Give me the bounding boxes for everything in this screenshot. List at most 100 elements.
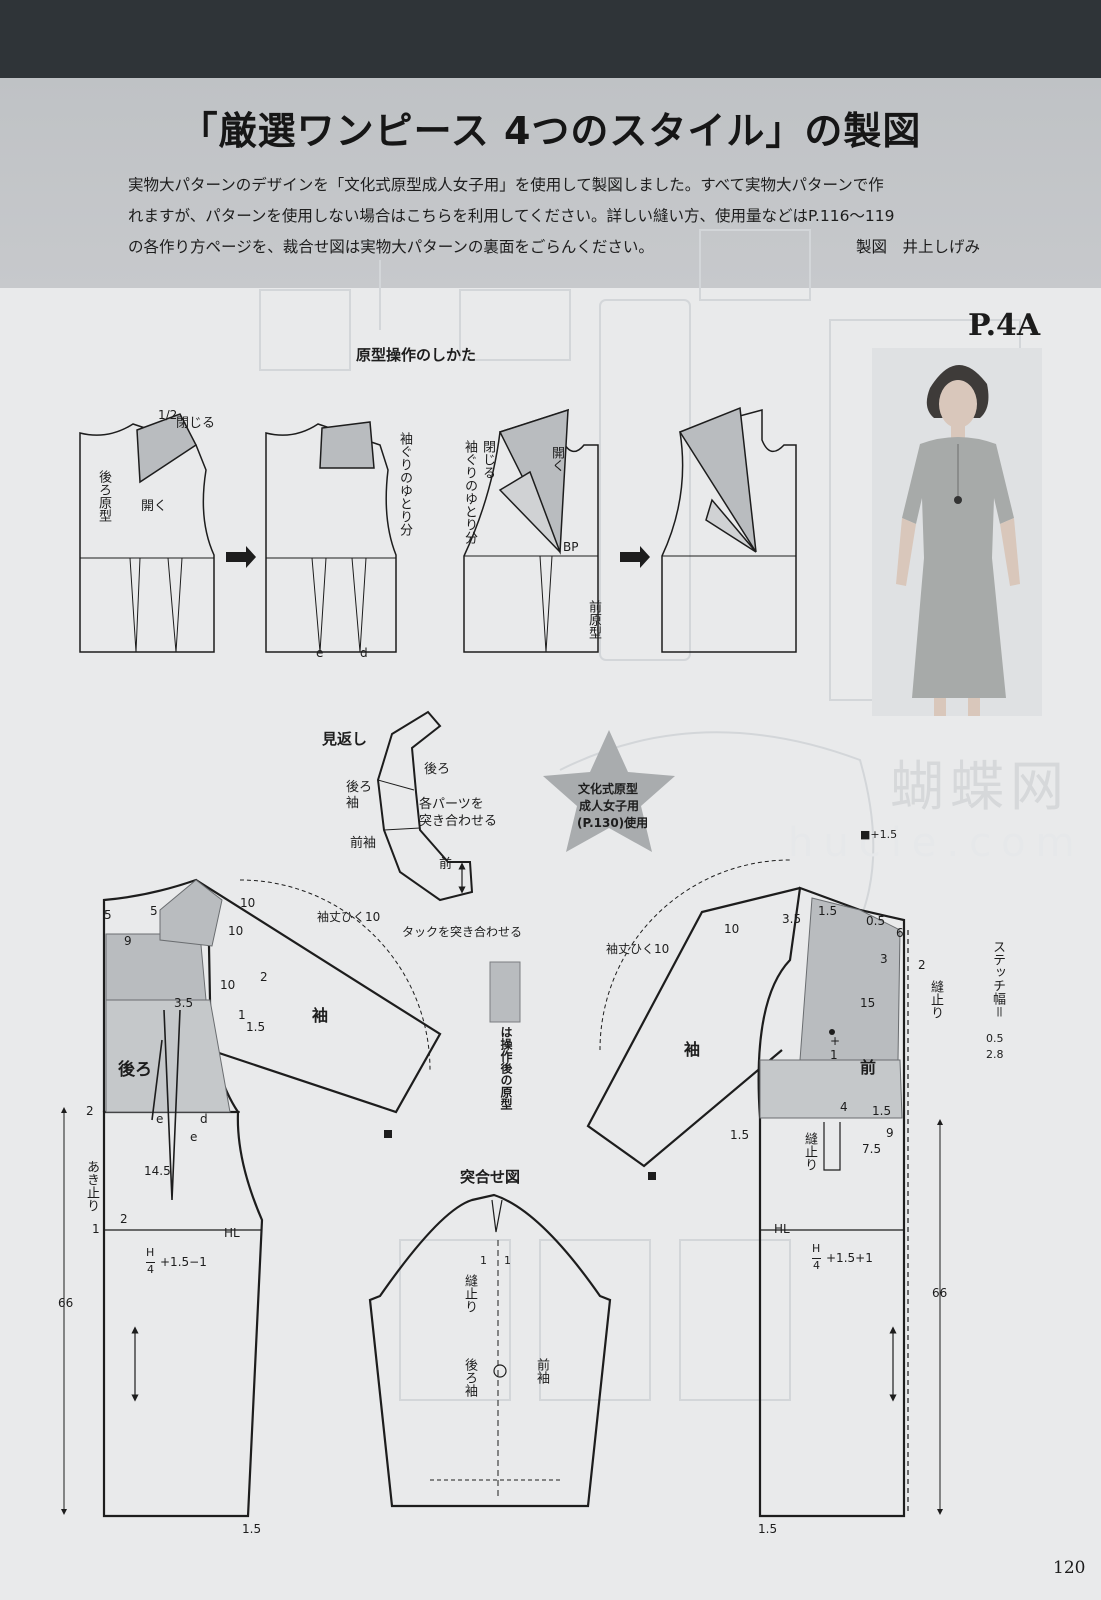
front-n35: 3.5	[782, 912, 802, 926]
facing-join-label-2: 突き合わせる	[419, 814, 498, 829]
model-photo	[872, 348, 1042, 716]
front-draft-shading	[759, 897, 903, 1119]
watermark-url: hucie.com	[788, 820, 1085, 866]
back-hl: HL	[224, 1226, 240, 1240]
assembly-front-sleeve: 前袖	[534, 1358, 549, 1384]
header-band	[0, 78, 1101, 288]
back-sleeve-length: 袖丈ひく10	[317, 910, 381, 924]
back-n66: 66	[58, 1296, 74, 1310]
front-hl: HL	[774, 1222, 790, 1236]
back-n10c: 10	[220, 978, 236, 992]
back-frac-h: H	[146, 1246, 155, 1259]
front-piece-label: 前	[860, 1058, 877, 1077]
back-n35: 3.5	[174, 996, 194, 1010]
dart-d-label: d	[360, 646, 368, 660]
back-draft-shading	[105, 879, 231, 1113]
dart-e-label: e	[316, 646, 324, 660]
facing-title: 見返し	[322, 730, 368, 748]
front-n66: 66	[932, 1286, 948, 1300]
facing-back-label: 後ろ	[424, 762, 451, 777]
legend-swatch	[489, 961, 521, 1023]
page-number: 120	[1053, 1558, 1086, 1578]
back-n145: 14.5	[144, 1164, 171, 1178]
front-stitch-stop-2: 縫止り	[802, 1132, 817, 1171]
assembly-one-a: 1	[480, 1254, 487, 1267]
facing-front-label: 前	[439, 857, 453, 872]
credit: 製図 井上しげみ	[856, 238, 981, 256]
back-sleeve-label: 袖	[312, 1006, 329, 1025]
front-n2: 2	[918, 958, 926, 972]
back-n2: 2	[260, 970, 268, 984]
front-sleeve-length: 袖丈ひく10	[606, 942, 670, 956]
top-dark-band	[0, 0, 1101, 78]
star-badge-shape	[543, 730, 675, 852]
back-n5a: 5	[104, 908, 112, 922]
facing-piece	[376, 710, 474, 902]
back-darts	[151, 1009, 181, 1201]
front-block-label: 前原型	[586, 600, 601, 639]
back-block-step1	[79, 413, 215, 653]
front-n75: 7.5	[862, 1142, 882, 1156]
back-hip-formula: +1.5−1	[160, 1255, 207, 1269]
arrow-right-icon-2	[620, 546, 650, 568]
front-stitch-28: 2.8	[986, 1048, 1004, 1061]
front-n6: 6	[896, 926, 904, 940]
front-stitch-05: 0.5	[986, 1032, 1004, 1045]
assembly-diagram	[368, 1193, 612, 1508]
back-n1: 1	[238, 1008, 246, 1022]
front-stitch-line	[823, 930, 909, 1512]
front-draft	[586, 886, 906, 1518]
front-hip-formula: +1.5+1	[826, 1251, 873, 1265]
close-label: 閉じる	[176, 416, 216, 431]
back-n15: 1.5	[246, 1020, 266, 1034]
back-block-step2	[265, 421, 397, 653]
front-n15a: 1.5	[818, 904, 838, 918]
star-badge-line-2: 成人女子用	[579, 799, 640, 813]
front-sleeve-marker	[648, 1172, 656, 1180]
back-n9: 9	[124, 934, 132, 948]
arrow-right-icon	[226, 546, 256, 568]
bp-label: BP	[563, 540, 579, 554]
front-n15d: 1.5	[730, 1128, 750, 1142]
back-d1: d	[200, 1112, 208, 1126]
front-n15b: 15	[860, 996, 876, 1010]
front-plus: +	[830, 1034, 841, 1048]
pattern-label: P.4A	[968, 308, 1041, 343]
front-sleeve-label: 袖	[684, 1040, 701, 1059]
armhole-ease-label: 袖ぐりのゆとり分	[397, 432, 412, 536]
front-bp-dot	[829, 1029, 835, 1035]
back-n10a: 10	[240, 896, 256, 910]
front-n3: 3	[880, 952, 888, 966]
manipulation-title: 原型操作のしかた	[356, 346, 477, 364]
back-sleeve-marker	[384, 1130, 392, 1138]
assembly-back-sleeve: 後ろ袖	[462, 1358, 477, 1397]
star-badge-line-3: (P.130)使用	[577, 816, 649, 830]
back-n5b: 5	[150, 904, 158, 918]
front-frac-h: H	[812, 1242, 821, 1255]
front-stitch-width: ステッチ幅＝	[990, 940, 1005, 1018]
front-stitch-stop: 縫止り	[928, 980, 943, 1019]
front-n9: 9	[886, 1126, 894, 1140]
front-n10: 10	[724, 922, 740, 936]
back-opening-stop: あき止り	[84, 1160, 99, 1212]
back-n15b: 1.5	[242, 1522, 262, 1536]
intro-line-3: の各作り方ページを、裁合せ図は実物大パターンの裏面をごらんください。	[128, 238, 654, 256]
facing-front-sleeve-label: 前袖	[350, 836, 377, 851]
armhole-ease-label-2: 袖ぐりのゆとり分	[462, 440, 477, 544]
intro-line-1: 実物大パターンのデザインを「文化式原型成人女子用」を使用して製図しました。すべて…	[128, 176, 884, 194]
page-title: 「厳選ワンピース 4つのスタイル」の製図	[179, 109, 922, 153]
back-n1b: 1	[92, 1222, 100, 1236]
open-label-2: 開く	[549, 446, 564, 472]
front-block-step2	[661, 406, 797, 653]
back-piece-label: 後ろ	[118, 1060, 152, 1080]
star-badge-line-1: 文化式原型	[578, 782, 639, 796]
assembly-stitch-stop: 縫止り	[462, 1274, 477, 1313]
assembly-title: 突合せ図	[460, 1168, 521, 1186]
front-n1: 1	[830, 1048, 838, 1062]
front-top-formula: ■+1.5	[860, 828, 898, 841]
half-fraction: 1/2	[158, 408, 178, 422]
watermark-chinese: 蝴蝶网	[890, 755, 1070, 818]
